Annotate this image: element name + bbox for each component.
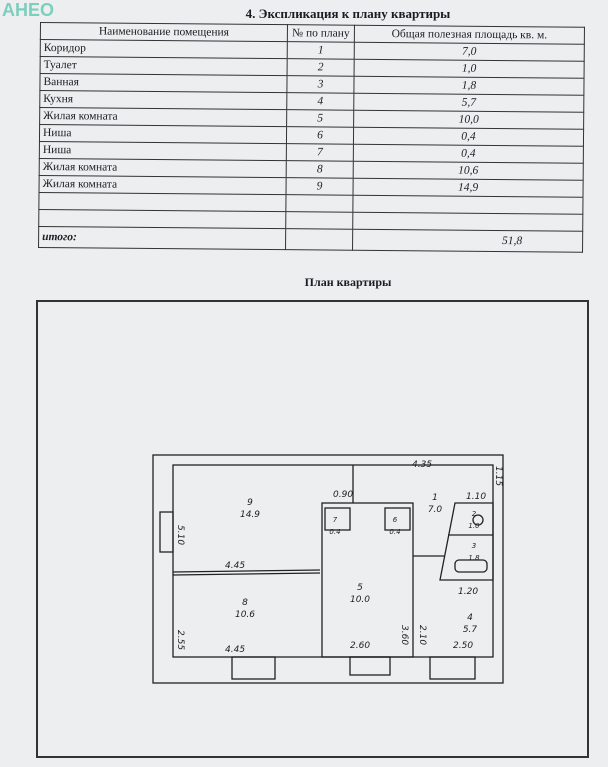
table-title: 4. Экспликация к плану квартиры	[245, 6, 451, 21]
room-area-label: 0.4	[329, 528, 340, 536]
wall-9-8	[172, 569, 321, 573]
room-area-label: 7.0	[428, 505, 443, 515]
room-num-label: 6	[393, 516, 398, 524]
room-num-label: 7	[333, 516, 338, 524]
dimension-label: 2.50	[453, 641, 473, 651]
dimension-label: 0.90	[333, 490, 353, 500]
watermark-logo: АНЕО	[2, 0, 55, 20]
niche-7	[324, 507, 351, 531]
niche-6	[384, 507, 411, 531]
room-area-label: 5.7	[463, 625, 478, 635]
outer-wall	[152, 454, 504, 684]
dimension-label: 3.60	[399, 625, 409, 645]
dimension-label: 1.15	[493, 466, 503, 486]
plan-title: План квартиры	[304, 275, 392, 289]
dimension-label: 2.55	[175, 630, 185, 650]
dimension-label: 1.20	[458, 587, 478, 597]
room-area-label: 1.0	[468, 522, 480, 530]
room-area-label: 1.8	[468, 554, 480, 562]
plan-frame	[36, 300, 589, 758]
room-num-label: 5	[357, 583, 363, 593]
dimension-label: 5.10	[175, 525, 185, 545]
room-num-label: 4	[467, 613, 473, 623]
room-num-label: 8	[242, 598, 248, 608]
room-area-label: 0.4	[389, 528, 400, 536]
dimension-label: 2.10	[417, 625, 427, 645]
bathroom-walls	[439, 502, 494, 581]
dimension-label: 2.60	[350, 641, 370, 651]
dimension-label: 1.10	[466, 492, 486, 502]
room-area-label: 10.6	[235, 610, 255, 620]
room-num-label: 2	[472, 510, 477, 518]
dimension-label: 4.45	[225, 561, 245, 571]
room-num-label: 3	[472, 542, 476, 550]
dimension-label: 4.45	[225, 645, 245, 655]
room-num-label: 9	[247, 498, 253, 508]
room-num-label: 1	[432, 493, 438, 503]
room-area-label: 14.9	[240, 510, 260, 520]
room-area-label: 10.0	[350, 595, 370, 605]
dimension-label: 4.35	[412, 460, 432, 470]
